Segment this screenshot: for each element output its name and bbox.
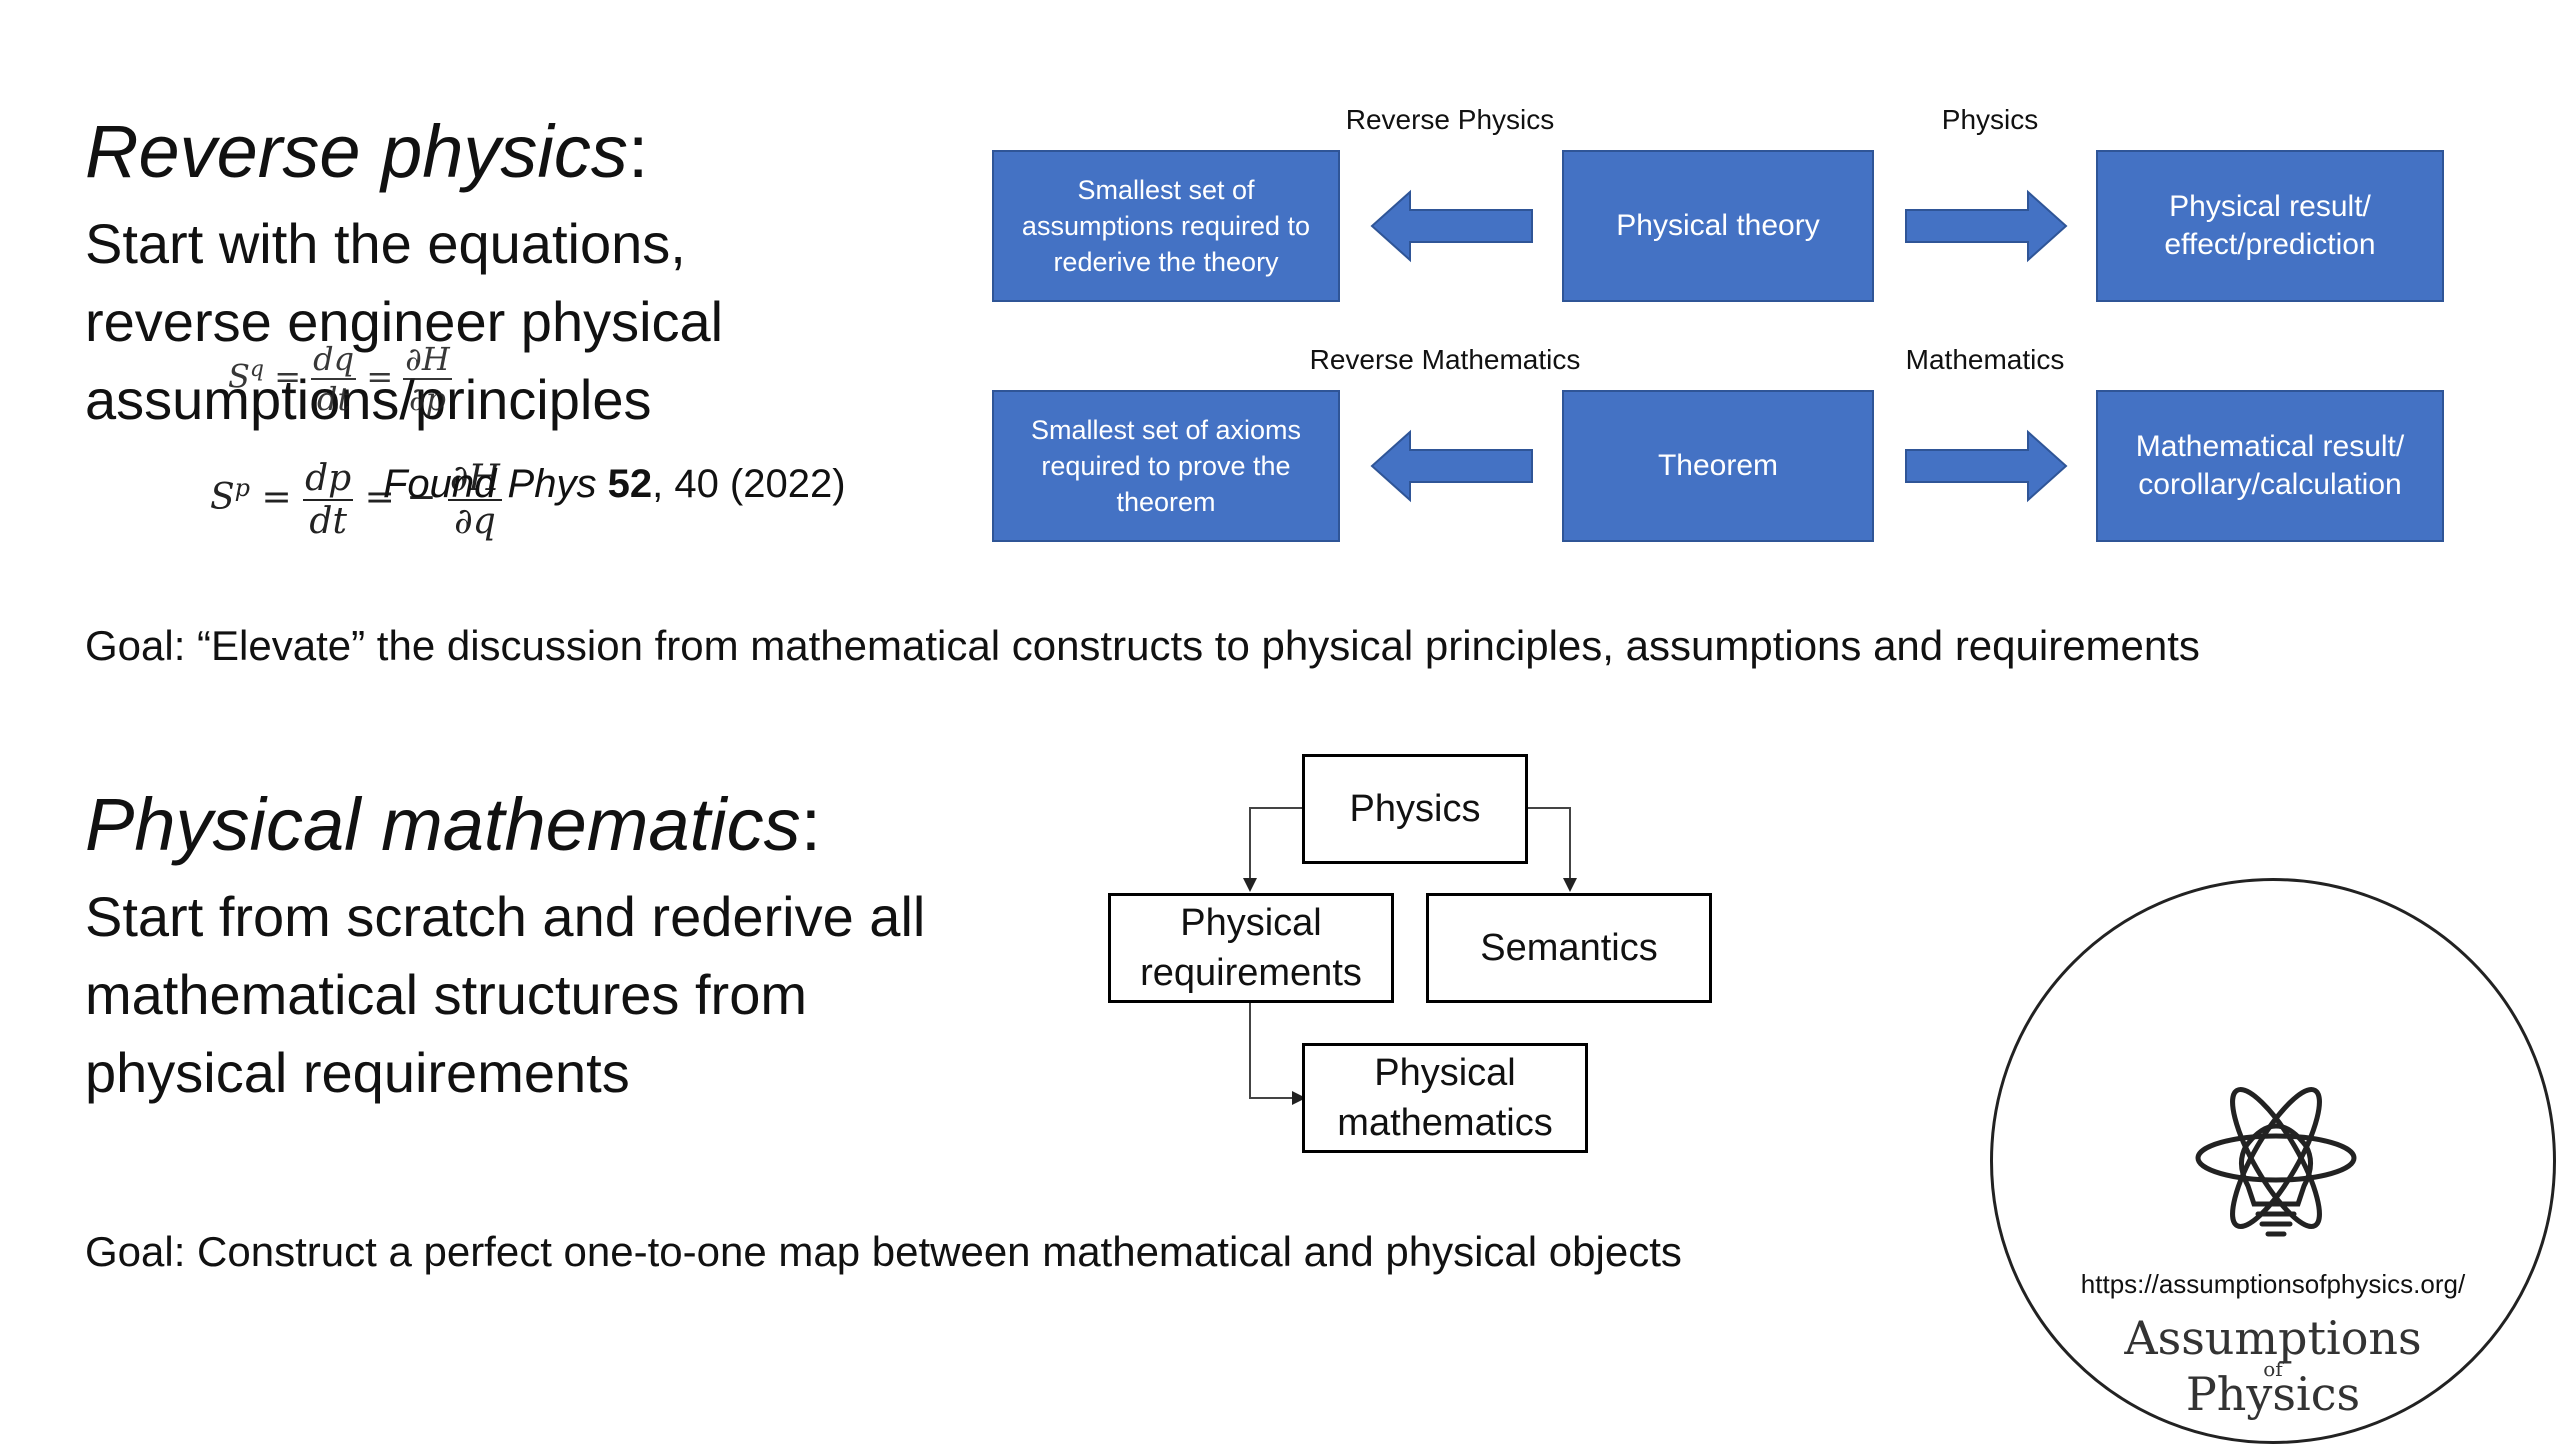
citation-rest: , 40 (2022) <box>652 462 846 506</box>
box-theorem: Theorem <box>1562 390 1874 542</box>
citation-journal: Found Phys <box>383 462 597 506</box>
reverse-physics-heading: Reverse physics: <box>85 115 648 189</box>
physical-mathematics-colon: : <box>800 783 822 866</box>
arrow-left-reverse-mathematics <box>1370 429 1533 503</box>
connector-physics-to-requirements <box>1249 807 1302 880</box>
physical-mathematics-title: Physical mathematics <box>85 783 801 866</box>
eq1-frac1-den: dt <box>316 380 351 418</box>
tree-box-physics: Physics <box>1302 754 1528 864</box>
arrow-left-reverse-physics <box>1370 189 1533 263</box>
physical-mathematics-heading: Physical mathematics: <box>85 788 821 862</box>
box-physical-theory: Physical theory <box>1562 150 1874 302</box>
arrowhead-requirements <box>1243 878 1257 892</box>
eq1-equals-1: = <box>274 357 301 396</box>
logo-line-physics: Physics <box>2185 1367 2361 1421</box>
logo-url[interactable]: https://assumptionsofphysics.org/ <box>2080 1269 2466 1299</box>
reverse-physics-goal: Goal: “Elevate” the discussion from math… <box>85 622 2200 669</box>
reverse-physics-colon: : <box>627 110 649 193</box>
eq2-frac2-den: ∂q <box>454 501 496 542</box>
eq2-lhs: S <box>210 477 235 518</box>
box-math-result: Mathematical result/ corollary/calculati… <box>2096 390 2444 542</box>
eq1-frac2-num: ∂H <box>403 340 452 380</box>
box-physical-result: Physical result/ effect/prediction <box>2096 150 2444 302</box>
logo-circle: https://assumptionsofphysics.org/ Assump… <box>1990 878 2556 1444</box>
label-reverse-mathematics: Reverse Mathematics <box>1309 344 1581 375</box>
physical-mathematics-body: Start from scratch and rederive all math… <box>85 885 926 1104</box>
eq2-equals-2: = <box>364 477 395 518</box>
tree-box-semantics: Semantics <box>1426 893 1712 1003</box>
label-physics: Physics <box>1941 104 2039 135</box>
eq2-frac1-num: dp <box>303 458 354 501</box>
box-smallest-axioms: Smallest set of axioms required to prove… <box>992 390 1340 542</box>
arrow-right-physics <box>1905 189 2068 263</box>
eq2-frac2-num: ∂H <box>447 458 502 501</box>
label-mathematics: Mathematics <box>1905 344 2065 375</box>
arrow-right-mathematics <box>1905 429 2068 503</box>
connector-requirements-to-mathematics <box>1249 1003 1296 1099</box>
eq1-sup: q <box>249 356 265 382</box>
tree-box-physical-requirements: Physical requirements <box>1108 893 1394 1003</box>
eq2-sup: p <box>234 474 251 502</box>
reverse-physics-title: Reverse physics <box>85 110 628 193</box>
arrowhead-semantics <box>1563 878 1577 892</box>
eq1-frac1-num: dq <box>311 340 357 380</box>
label-reverse-physics: Reverse Physics <box>1345 104 1555 135</box>
physical-mathematics-goal: Goal: Construct a perfect one-to-one map… <box>85 1228 1682 1275</box>
tree-box-physical-mathematics: Physical mathematics <box>1302 1043 1588 1153</box>
eq1-lhs: S <box>228 357 250 396</box>
eq2-frac1-den: dt <box>309 501 347 542</box>
logo-line-assumptions: Assumptions <box>2124 1311 2422 1365</box>
reverse-physics-body: Start with the equations, reverse engine… <box>85 212 724 431</box>
atom-bulb-icon <box>2195 1087 2357 1237</box>
logo-line-of: of <box>2263 1357 2283 1381</box>
citation-volume: 52 <box>607 462 653 506</box>
connector-physics-to-semantics <box>1528 807 1571 880</box>
box-smallest-assumptions: Smallest set of assumptions required to … <box>992 150 1340 302</box>
eq1-frac2-den: ∂p <box>409 380 447 418</box>
eq2-minus: − <box>406 477 437 518</box>
citation: Found Phys 52, 40 (2022) <box>383 462 846 507</box>
eq2-equals-1: = <box>261 477 292 518</box>
eq1-equals-2: = <box>366 357 394 396</box>
